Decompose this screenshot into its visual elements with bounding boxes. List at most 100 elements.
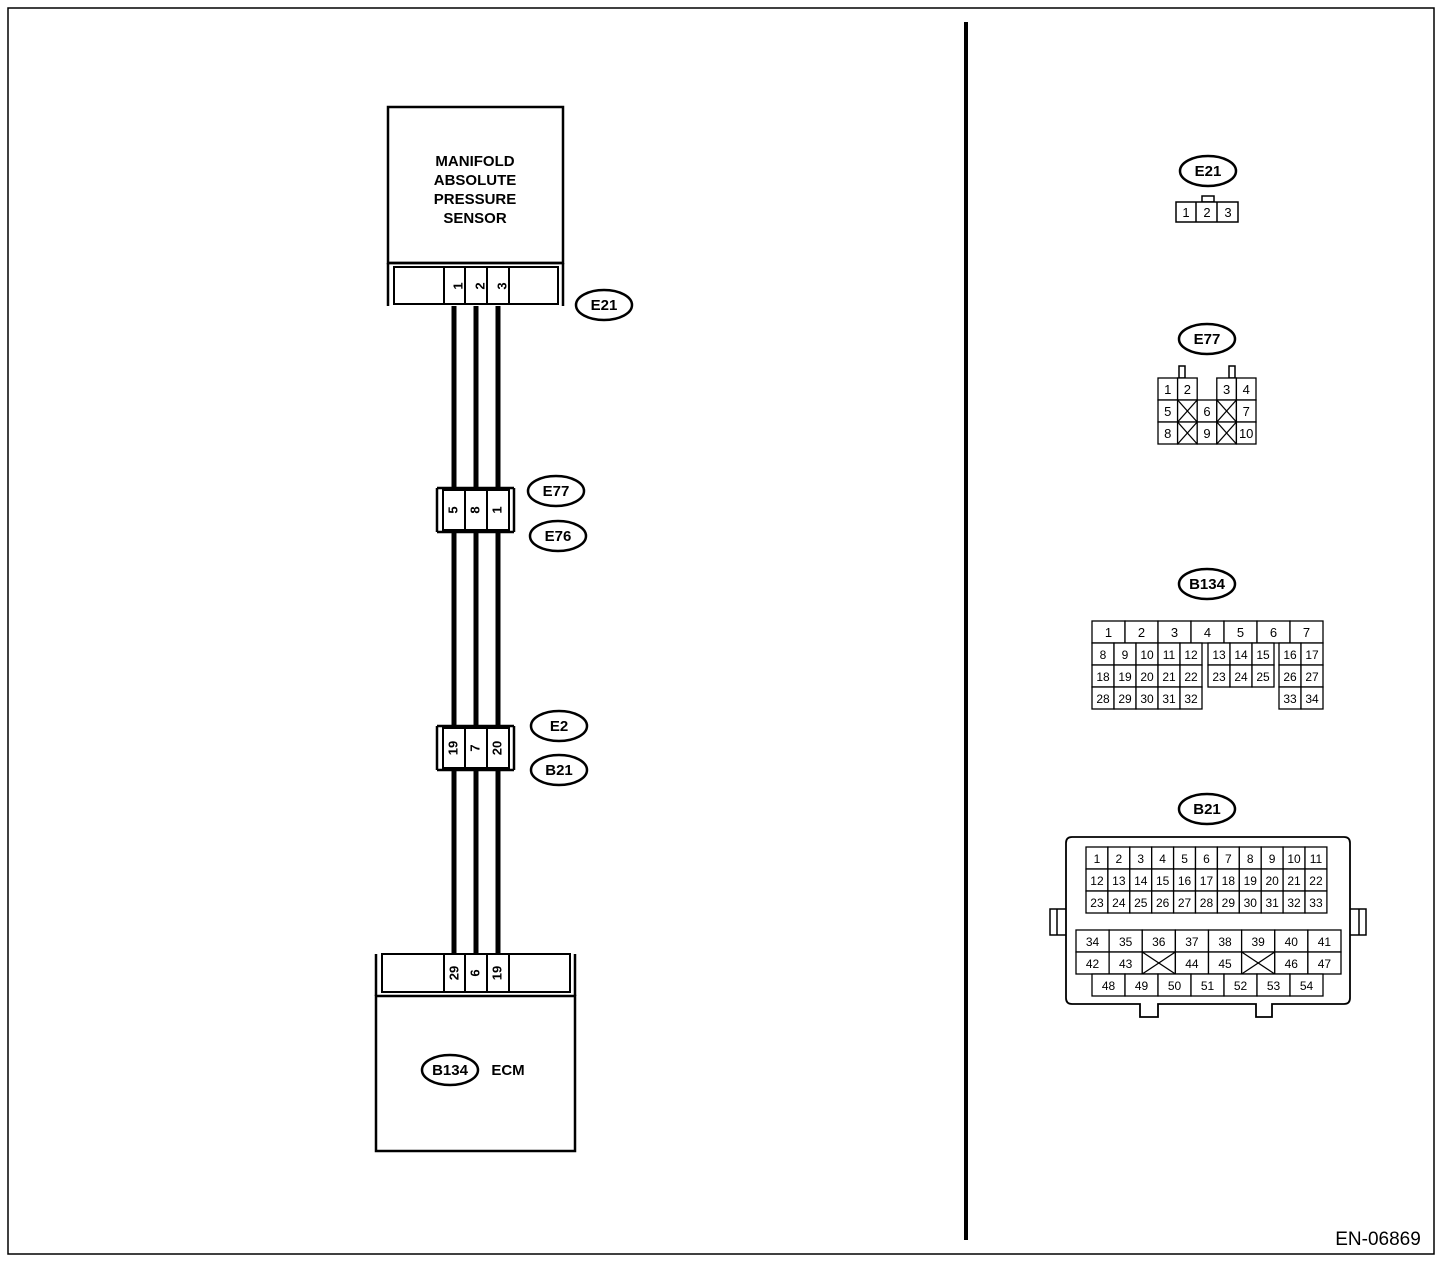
joint1-top-badge	[526, 474, 586, 508]
b134-pin-cell-label: 27	[1305, 670, 1319, 684]
joint1-pin-c: 1	[489, 506, 504, 513]
b21-pin-cell-label: 8	[1247, 852, 1254, 866]
figure-id: EN-06869	[1335, 1229, 1421, 1250]
b21-pin-cell-label: 15	[1156, 874, 1170, 888]
b21-pin-cell-label: 5	[1181, 852, 1188, 866]
b21-pin-cell-label: 32	[1287, 896, 1301, 910]
sensor-component: MANIFOLD ABSOLUTE PRESSURE SENSOR 1 2 3 …	[386, 105, 634, 322]
sensor-connector-face	[393, 266, 559, 305]
joint1-bottom-badge	[528, 519, 588, 553]
b134-pin-cell	[1251, 664, 1275, 688]
b134-pin-cell-label: 30	[1140, 692, 1154, 706]
ecm-pin-b: 6	[467, 969, 482, 976]
e77-pin-cell-blank	[1216, 421, 1237, 445]
joint-connector-1: 5 8 1 E77 E76	[435, 474, 588, 553]
b134-pin-cell-label: 16	[1283, 648, 1297, 662]
b134-pin-cell-label: 26	[1283, 670, 1297, 684]
b21-pin-cell-label: 51	[1201, 979, 1215, 993]
b21-pin-cell	[1304, 890, 1328, 914]
b21-pin-cell-label: 20	[1265, 874, 1279, 888]
ecm-pin-c: 19	[489, 966, 504, 980]
sensor-pin-2: 2	[472, 282, 487, 289]
e21-face-label: E21	[1195, 163, 1222, 180]
b21-pin-cell-label: 40	[1285, 935, 1299, 949]
b21-pin-cell-label: 16	[1178, 874, 1192, 888]
b21-pin-cell-label: 53	[1267, 979, 1281, 993]
b134-pin-cell-label: 2	[1138, 625, 1145, 640]
joint1-top-label: E77	[543, 483, 570, 500]
b21-pin-cell-label: 50	[1168, 979, 1182, 993]
joint-connector-2: 19 7 20 E2 B21	[435, 709, 589, 787]
b134-pin-cell	[1300, 686, 1324, 710]
joint2-bottom-badge	[529, 753, 589, 787]
b134-pin-cell-label: 5	[1237, 625, 1244, 640]
b21-pin-cell-label: 39	[1252, 935, 1266, 949]
b21-pin-cell-label: 30	[1244, 896, 1258, 910]
joint2-pin-b: 7	[467, 744, 482, 751]
e21-face-pin-1: 1	[1182, 205, 1189, 220]
ecm-connector-badge	[420, 1053, 480, 1087]
b21-pin-cell-label: 3	[1137, 852, 1144, 866]
b21-pin-cell-label: 22	[1309, 874, 1323, 888]
ecm-connector-face	[381, 953, 571, 993]
e77-pin-cell-blank	[1177, 421, 1198, 445]
b21-pin-cell-label: 45	[1218, 957, 1232, 971]
b21-pin-cell-label: 25	[1134, 896, 1148, 910]
sensor-connector-badge	[574, 288, 634, 322]
ecm-label: ECM	[491, 1062, 524, 1079]
b21-pin-cell-label: 11	[1310, 852, 1323, 866]
e77-pin-cell-label: 10	[1239, 426, 1253, 441]
sensor-connector-housing	[386, 261, 565, 306]
joint1-bottom-label: E76	[545, 528, 572, 545]
b134-face-label: B134	[1189, 576, 1226, 593]
joint2-top-label: E2	[550, 718, 568, 735]
b21-pin-cell-label: 27	[1178, 896, 1192, 910]
connector-face-e21: E21 1 2 3	[1175, 154, 1239, 223]
sensor-title-line-4: SENSOR	[443, 210, 507, 227]
b134-pin-cell-label: 13	[1212, 648, 1226, 662]
b21-pin-cell-label: 23	[1090, 896, 1104, 910]
b134-pin-cell-label: 1	[1105, 625, 1112, 640]
b134-pin-cell-label: 22	[1184, 670, 1198, 684]
b21-pin-cell-label: 37	[1185, 935, 1199, 949]
e77-pin-cell-blank	[1177, 399, 1198, 423]
b21-pin-cell-label: 29	[1222, 896, 1236, 910]
b21-pin-cell-label: 36	[1152, 935, 1166, 949]
b21-pin-cell-label: 2	[1116, 852, 1123, 866]
wire-harness	[451, 306, 501, 954]
sensor-connector-label: E21	[591, 297, 618, 314]
e77-pin-cell-label: 4	[1243, 382, 1250, 397]
sensor-box	[386, 105, 565, 265]
b21-pin-cell-label: 41	[1318, 935, 1332, 949]
b21-pin-cell-label: 43	[1119, 957, 1133, 971]
e77-pin-cell-label: 3	[1223, 382, 1230, 397]
b21-pin-cell-label: 31	[1265, 896, 1279, 910]
b134-pin-cell-label: 24	[1234, 670, 1248, 684]
ecm-pin-a: 29	[446, 966, 461, 980]
e77-pin-cell-label: 6	[1203, 404, 1210, 419]
b21-pin-cell-label: 35	[1119, 935, 1133, 949]
b21-pin-cell-label: 9	[1269, 852, 1276, 866]
e77-pin-cell-label: 2	[1184, 382, 1191, 397]
b21-pin-cell-label: 26	[1156, 896, 1170, 910]
b21-pin-cell-label: 46	[1285, 957, 1299, 971]
ecm-component: 29 6 19 B134 ECM	[374, 953, 577, 1153]
e77-pin-cell-label: 1	[1164, 382, 1171, 397]
b21-pin-cell-label: 12	[1090, 874, 1104, 888]
e77-pin-cell	[1235, 421, 1257, 445]
b21-pin-cell-label: 24	[1112, 896, 1126, 910]
e77-pin-cell-label: 5	[1164, 404, 1171, 419]
b134-pin-cell-label: 17	[1305, 648, 1319, 662]
b134-pin-cell-label: 31	[1162, 692, 1176, 706]
e21-face-pin-3: 3	[1224, 205, 1231, 220]
b21-face-badge	[1177, 792, 1237, 826]
b21-pin-cell-blank	[1141, 951, 1176, 975]
b21-pin-cell-label: 4	[1159, 852, 1166, 866]
b134-pin-cell	[1179, 686, 1203, 710]
b21-pin-cell-label: 13	[1112, 874, 1126, 888]
b21-pin-cell-label: 19	[1244, 874, 1258, 888]
b21-pin-cell-label: 7	[1225, 852, 1232, 866]
b134-pin-cell-label: 9	[1122, 648, 1129, 662]
